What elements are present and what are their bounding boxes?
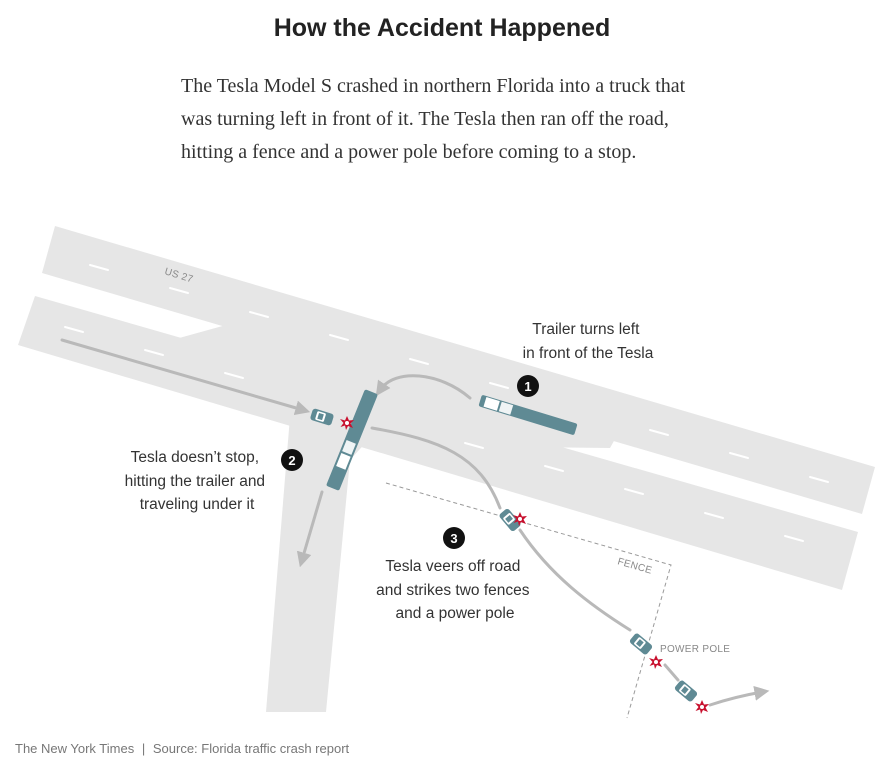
road-north-lanes	[42, 226, 875, 514]
tesla-stop-path	[708, 685, 770, 707]
lane-markings	[64, 264, 829, 542]
tesla-approach-path	[60, 338, 311, 416]
side-road	[266, 392, 388, 712]
step-3-line-3: and a power pole	[396, 605, 515, 622]
impact-star-pole	[649, 655, 663, 669]
step-2-line-1: Tesla doesn’t stop,	[131, 449, 259, 466]
step-1-line-1: Trailer turns left	[532, 321, 640, 338]
step-1-caption: Trailer turns left in front of the Tesla	[523, 321, 654, 362]
trailer-continue-path	[296, 490, 324, 568]
tesla-car-pole	[628, 632, 654, 656]
accident-diagram: US 27 FENCE POWER POLE 1 2 3 Trailer tur…	[18, 226, 875, 719]
footer-credit: The New York Times | Source: Florida tra…	[15, 741, 349, 756]
truck-trailer-crossing	[326, 389, 378, 491]
intro-paragraph: The Tesla Model S crashed in northern Fl…	[181, 75, 686, 163]
fence-label: FENCE	[616, 556, 653, 576]
tesla-offroad-path	[518, 528, 632, 632]
step-marker-1: 1	[517, 375, 539, 397]
credit-publisher: The New York Times	[15, 741, 135, 756]
step-2-line-3: traveling under it	[140, 496, 255, 513]
step-1-line-2: in front of the Tesla	[523, 345, 654, 362]
step-number-1: 1	[524, 379, 531, 394]
tesla-car-stop	[673, 679, 699, 703]
road-network	[18, 226, 875, 712]
step-3-line-1: Tesla veers off road	[385, 558, 520, 575]
step-3-caption: Tesla veers off road and strikes two fen…	[376, 558, 534, 622]
page-title: How the Accident Happened	[273, 14, 611, 42]
step-2-line-2: hitting the trailer and	[125, 473, 265, 490]
credit-source: Source: Florida traffic crash report	[152, 741, 350, 756]
power-pole-label: POWER POLE	[660, 644, 730, 655]
credit-separator: |	[141, 741, 146, 756]
step-2-caption: Tesla doesn’t stop, hitting the trailer …	[125, 449, 270, 513]
fence-line	[385, 482, 672, 719]
step-3-line-2: and strikes two fences	[376, 582, 530, 599]
impact-star-final	[695, 700, 709, 714]
tesla-veer-path	[370, 426, 502, 510]
motion-paths	[60, 338, 770, 707]
trailer-turn-path	[375, 374, 472, 400]
step-number-2: 2	[288, 453, 295, 468]
step-marker-3: 3	[443, 527, 465, 549]
truck-trailer-turning	[478, 395, 578, 435]
tesla-final-path	[663, 663, 680, 682]
step-marker-2: 2	[281, 449, 303, 471]
step-number-3: 3	[450, 531, 457, 546]
